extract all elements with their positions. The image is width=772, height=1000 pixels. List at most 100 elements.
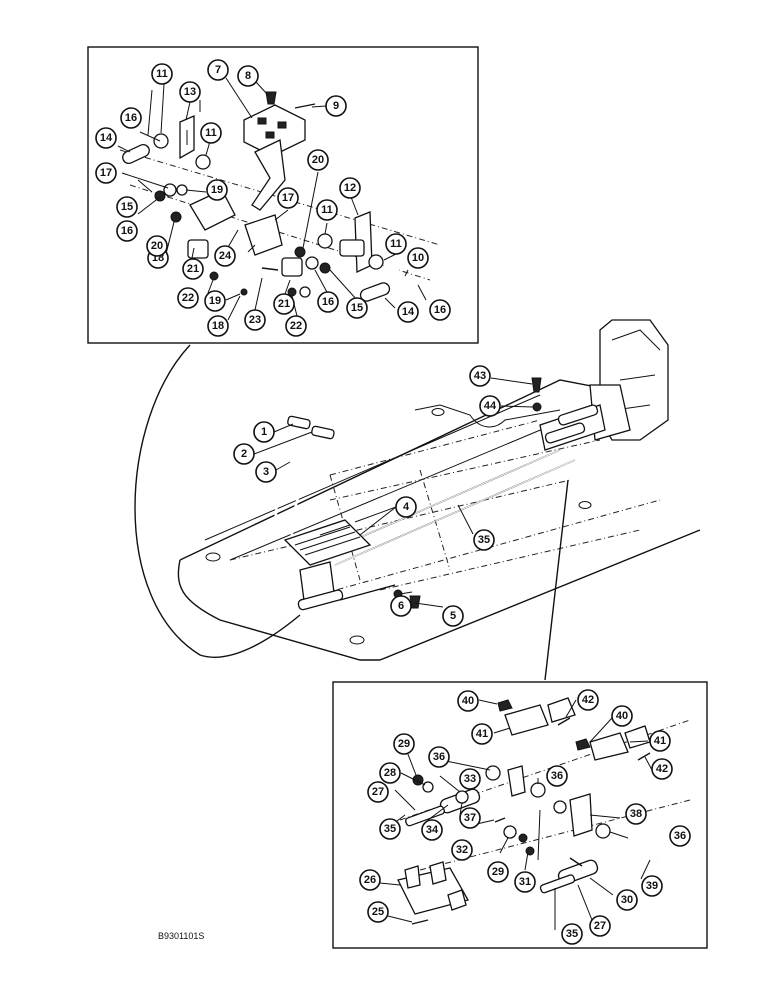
svg-text:39: 39	[646, 880, 658, 892]
brake-pedals	[273, 415, 372, 566]
callout-11c: 11	[316, 199, 338, 221]
callout-15a: 15	[116, 196, 138, 218]
svg-text:16: 16	[434, 304, 446, 316]
callout-16d: 16	[429, 299, 451, 321]
svg-text:36: 36	[674, 830, 686, 842]
callout-32: 32	[451, 839, 473, 861]
callout-16a: 16	[120, 107, 142, 129]
svg-text:37: 37	[464, 812, 476, 824]
callout-44: 44	[479, 395, 501, 417]
svg-text:24: 24	[219, 250, 232, 262]
callout-40b: 40	[611, 705, 633, 727]
svg-text:11: 11	[321, 204, 333, 216]
rod-and-lever-parts	[405, 765, 659, 894]
svg-text:5: 5	[450, 610, 456, 622]
svg-text:17: 17	[282, 192, 294, 204]
svg-text:29: 29	[398, 738, 410, 750]
drawing-code: B9301101S	[158, 931, 205, 941]
callout-35a: 35	[379, 818, 401, 840]
svg-text:41: 41	[654, 735, 666, 747]
svg-text:27: 27	[372, 786, 384, 798]
callout-20b: 20	[146, 235, 168, 257]
linkage-arm	[189, 139, 286, 256]
right-linkage-mount	[531, 377, 606, 451]
callout-25: 25	[367, 901, 389, 923]
svg-text:19: 19	[209, 295, 221, 307]
callout-42a: 42	[577, 689, 599, 711]
callout-11a: 11	[151, 63, 173, 85]
callout-36a: 36	[428, 746, 450, 768]
svg-text:7: 7	[215, 64, 221, 76]
callout-37: 37	[459, 807, 481, 829]
svg-text:36: 36	[551, 770, 563, 782]
svg-text:15: 15	[351, 302, 363, 314]
callout-36b: 36	[546, 765, 568, 787]
top-inset-frame	[87, 46, 479, 344]
svg-text:11: 11	[205, 127, 217, 139]
svg-text:23: 23	[249, 314, 261, 326]
callout-15b: 15	[346, 297, 368, 319]
svg-text:15: 15	[121, 201, 133, 213]
bottom-detail-inset	[332, 681, 708, 949]
svg-text:22: 22	[182, 292, 194, 304]
svg-text:26: 26	[364, 874, 376, 886]
callout-21b: 21	[273, 293, 295, 315]
pin-23	[261, 267, 279, 271]
callout-35b: 35	[561, 923, 583, 945]
callout-2: 2	[233, 443, 255, 465]
callout-23: 23	[244, 309, 266, 331]
svg-text:18: 18	[212, 320, 224, 332]
callout-4: 4	[395, 496, 417, 518]
bracket-12	[339, 211, 373, 274]
callout-27b: 27	[589, 915, 611, 937]
bracket-13	[179, 115, 195, 160]
svg-text:30: 30	[621, 894, 633, 906]
callout-29a: 29	[393, 733, 415, 755]
callout-8: 8	[237, 65, 259, 87]
callout-10: 10	[407, 247, 429, 269]
svg-text:42: 42	[582, 694, 594, 706]
callout-3: 3	[255, 461, 277, 483]
callout-16c: 16	[317, 291, 339, 313]
svg-text:16: 16	[121, 225, 133, 237]
bottom-inset-frame	[332, 681, 708, 949]
svg-text:35: 35	[566, 928, 578, 940]
callout-20a: 20	[307, 149, 329, 171]
svg-text:13: 13	[184, 86, 196, 98]
svg-text:33: 33	[464, 773, 476, 785]
svg-text:14: 14	[402, 306, 415, 318]
svg-text:8: 8	[245, 70, 251, 82]
base-bracket	[397, 861, 469, 925]
callout-35-main: 35	[473, 529, 495, 551]
clevis-assemblies	[497, 697, 651, 761]
callout-19b: 19	[204, 290, 226, 312]
svg-text:28: 28	[384, 767, 396, 779]
callout-17b: 17	[277, 187, 299, 209]
callout-16b: 16	[116, 220, 138, 242]
svg-text:40: 40	[462, 695, 474, 707]
svg-text:10: 10	[412, 252, 424, 264]
callout-11d: 11	[385, 233, 407, 255]
callout-11b: 11	[200, 122, 222, 144]
svg-text:20: 20	[312, 154, 324, 166]
svg-text:12: 12	[344, 182, 356, 194]
bolt-8	[265, 91, 277, 105]
svg-text:19: 19	[211, 184, 223, 196]
callout-24: 24	[214, 245, 236, 267]
svg-text:35: 35	[384, 823, 396, 835]
callout-14b: 14	[397, 301, 419, 323]
callout-22b: 22	[285, 315, 307, 337]
svg-text:42: 42	[656, 763, 668, 775]
main-assembly-view	[177, 319, 701, 661]
pin-9	[294, 103, 316, 109]
callout-9: 9	[325, 95, 347, 117]
callout-43: 43	[469, 365, 491, 387]
svg-text:34: 34	[426, 824, 439, 836]
svg-text:35: 35	[478, 534, 490, 546]
callout-30: 30	[616, 889, 638, 911]
pivot-pin	[379, 260, 421, 284]
svg-text:21: 21	[278, 298, 290, 310]
svg-text:6: 6	[398, 600, 404, 612]
callout-17a: 17	[95, 162, 117, 184]
